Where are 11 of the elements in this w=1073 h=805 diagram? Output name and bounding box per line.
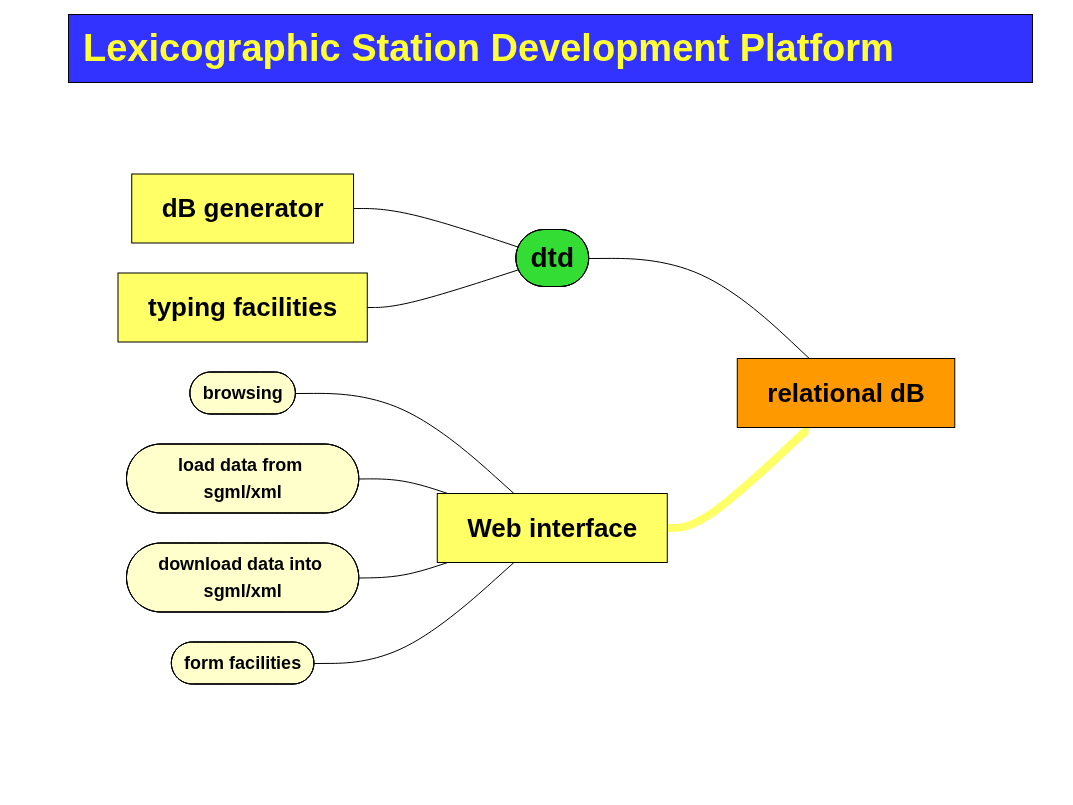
connector [314,562,515,664]
connector [353,208,520,248]
connector [588,257,810,359]
node-box: relational dB [736,358,956,428]
node-box: dB generator [131,173,355,244]
node-box: typing facilities [117,272,368,343]
arrow [667,427,810,532]
title-banner: Lexicographic Station Development Platform [68,14,1033,83]
connector [295,392,515,494]
connector [366,269,520,308]
node-box: Web interface [436,493,668,563]
